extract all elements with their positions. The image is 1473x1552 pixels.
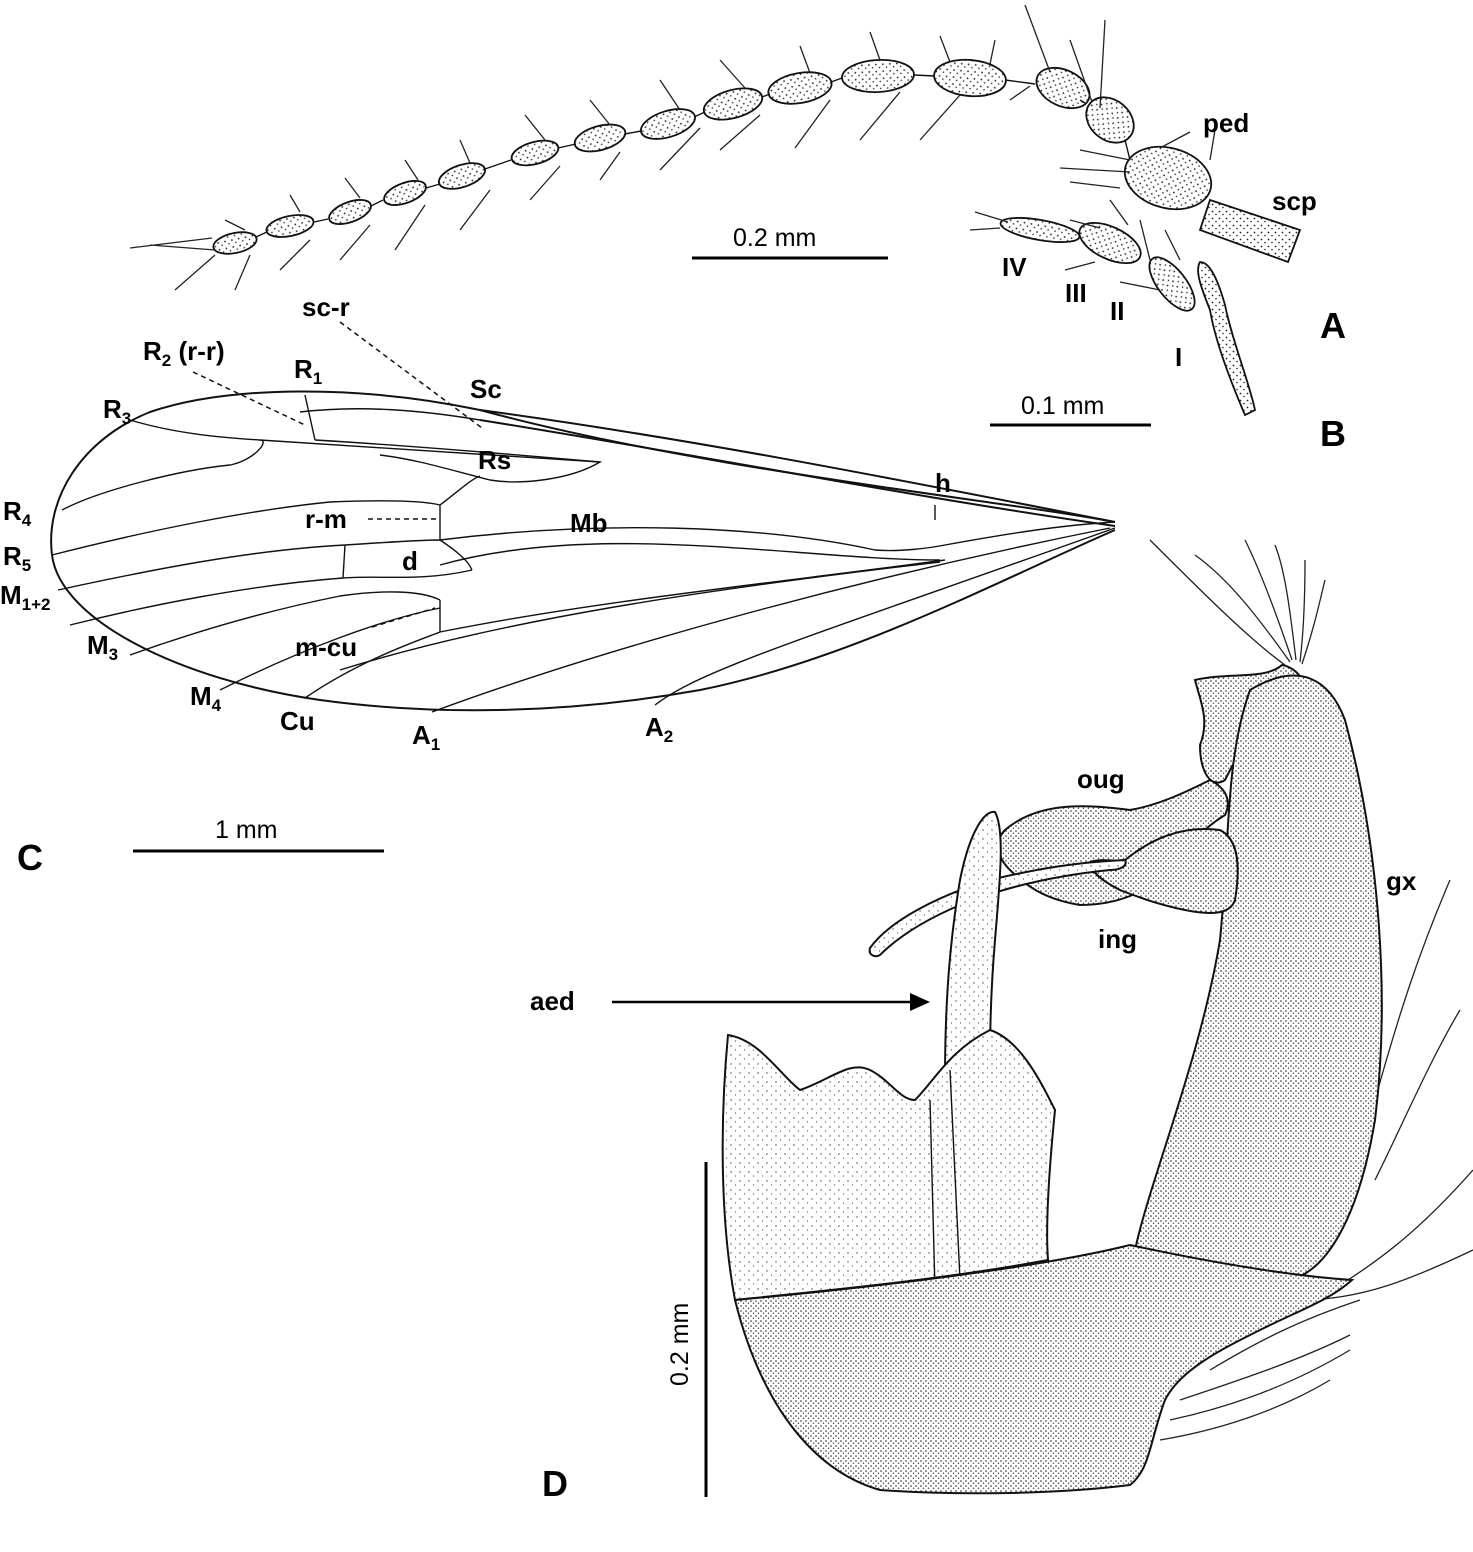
label-aed: aed bbox=[530, 986, 575, 1016]
scale-bar-genitalia-label: 0.2 mm bbox=[666, 1303, 694, 1386]
label-r2-subscript: 2 bbox=[162, 351, 171, 370]
label-sc: Sc bbox=[470, 374, 502, 404]
label-a2: A2 bbox=[645, 712, 673, 746]
antenna-drawing bbox=[129, 4, 1302, 291]
label-m3: M3 bbox=[87, 630, 118, 664]
label-ped: ped bbox=[1203, 108, 1249, 138]
scale-bar-antenna-label: 0.2 mm bbox=[733, 224, 816, 252]
label-palp-ii: II bbox=[1110, 296, 1124, 326]
label-a2-base: A bbox=[645, 712, 664, 742]
label-r-m: r-m bbox=[305, 504, 347, 534]
panel-label-b: B bbox=[1320, 413, 1346, 454]
scale-bar-wing-label: 1 mm bbox=[215, 816, 278, 844]
label-d: d bbox=[402, 546, 418, 576]
label-gx: gx bbox=[1386, 866, 1417, 896]
label-h: h bbox=[935, 468, 951, 498]
label-r5: R5 bbox=[3, 541, 31, 575]
genitalia-drawing bbox=[612, 539, 1473, 1495]
label-r3-subscript: 3 bbox=[122, 409, 131, 428]
label-r2-base: R bbox=[143, 336, 162, 366]
label-sc-r: sc-r bbox=[302, 292, 350, 322]
label-m3-subscript: 3 bbox=[109, 645, 118, 664]
label-m4: M4 bbox=[190, 681, 222, 715]
scale-bar-palp-label: 0.1 mm bbox=[1021, 392, 1104, 420]
label-a1: A1 bbox=[412, 720, 440, 754]
label-ing: ing bbox=[1098, 924, 1137, 954]
label-m12: M1+2 bbox=[0, 580, 51, 614]
label-r4: R4 bbox=[3, 496, 32, 530]
panel-label-d: D bbox=[542, 1463, 568, 1504]
label-palp-iii: III bbox=[1065, 278, 1087, 308]
label-m12-base: M bbox=[0, 580, 22, 610]
label-palp-i: I bbox=[1175, 342, 1182, 372]
label-m12-subscript: 1+2 bbox=[22, 595, 51, 614]
label-r5-subscript: 5 bbox=[22, 556, 31, 575]
panel-label-a: A bbox=[1320, 305, 1346, 346]
label-r4-subscript: 4 bbox=[22, 511, 32, 530]
label-a1-base: A bbox=[412, 720, 431, 750]
label-m-cu: m-cu bbox=[295, 632, 357, 662]
palp-drawing bbox=[969, 199, 1257, 417]
label-r3-base: R bbox=[103, 394, 122, 424]
label-r1-subscript: 1 bbox=[313, 369, 322, 388]
label-r2-rr: R2 (r-r) bbox=[143, 336, 225, 370]
label-cu: Cu bbox=[280, 706, 315, 736]
label-oug: oug bbox=[1077, 764, 1125, 794]
label-r5-base: R bbox=[3, 541, 22, 571]
label-scp: scp bbox=[1272, 186, 1317, 216]
label-rs: Rs bbox=[478, 445, 511, 475]
label-r3: R3 bbox=[103, 394, 131, 428]
label-m3-base: M bbox=[87, 630, 109, 660]
label-a2-subscript: 2 bbox=[664, 727, 673, 746]
label-r2-suffix: (r-r) bbox=[171, 336, 224, 366]
label-m4-subscript: 4 bbox=[212, 696, 222, 715]
label-m4-base: M bbox=[190, 681, 212, 711]
label-r4-base: R bbox=[3, 496, 22, 526]
label-palp-iv: IV bbox=[1002, 252, 1027, 282]
label-r1: R1 bbox=[294, 354, 322, 388]
label-mb: Mb bbox=[570, 508, 608, 538]
label-a1-subscript: 1 bbox=[431, 735, 440, 754]
wing-drawing bbox=[50, 321, 1116, 713]
panel-label-c: C bbox=[17, 837, 43, 878]
label-r1-base: R bbox=[294, 354, 313, 384]
